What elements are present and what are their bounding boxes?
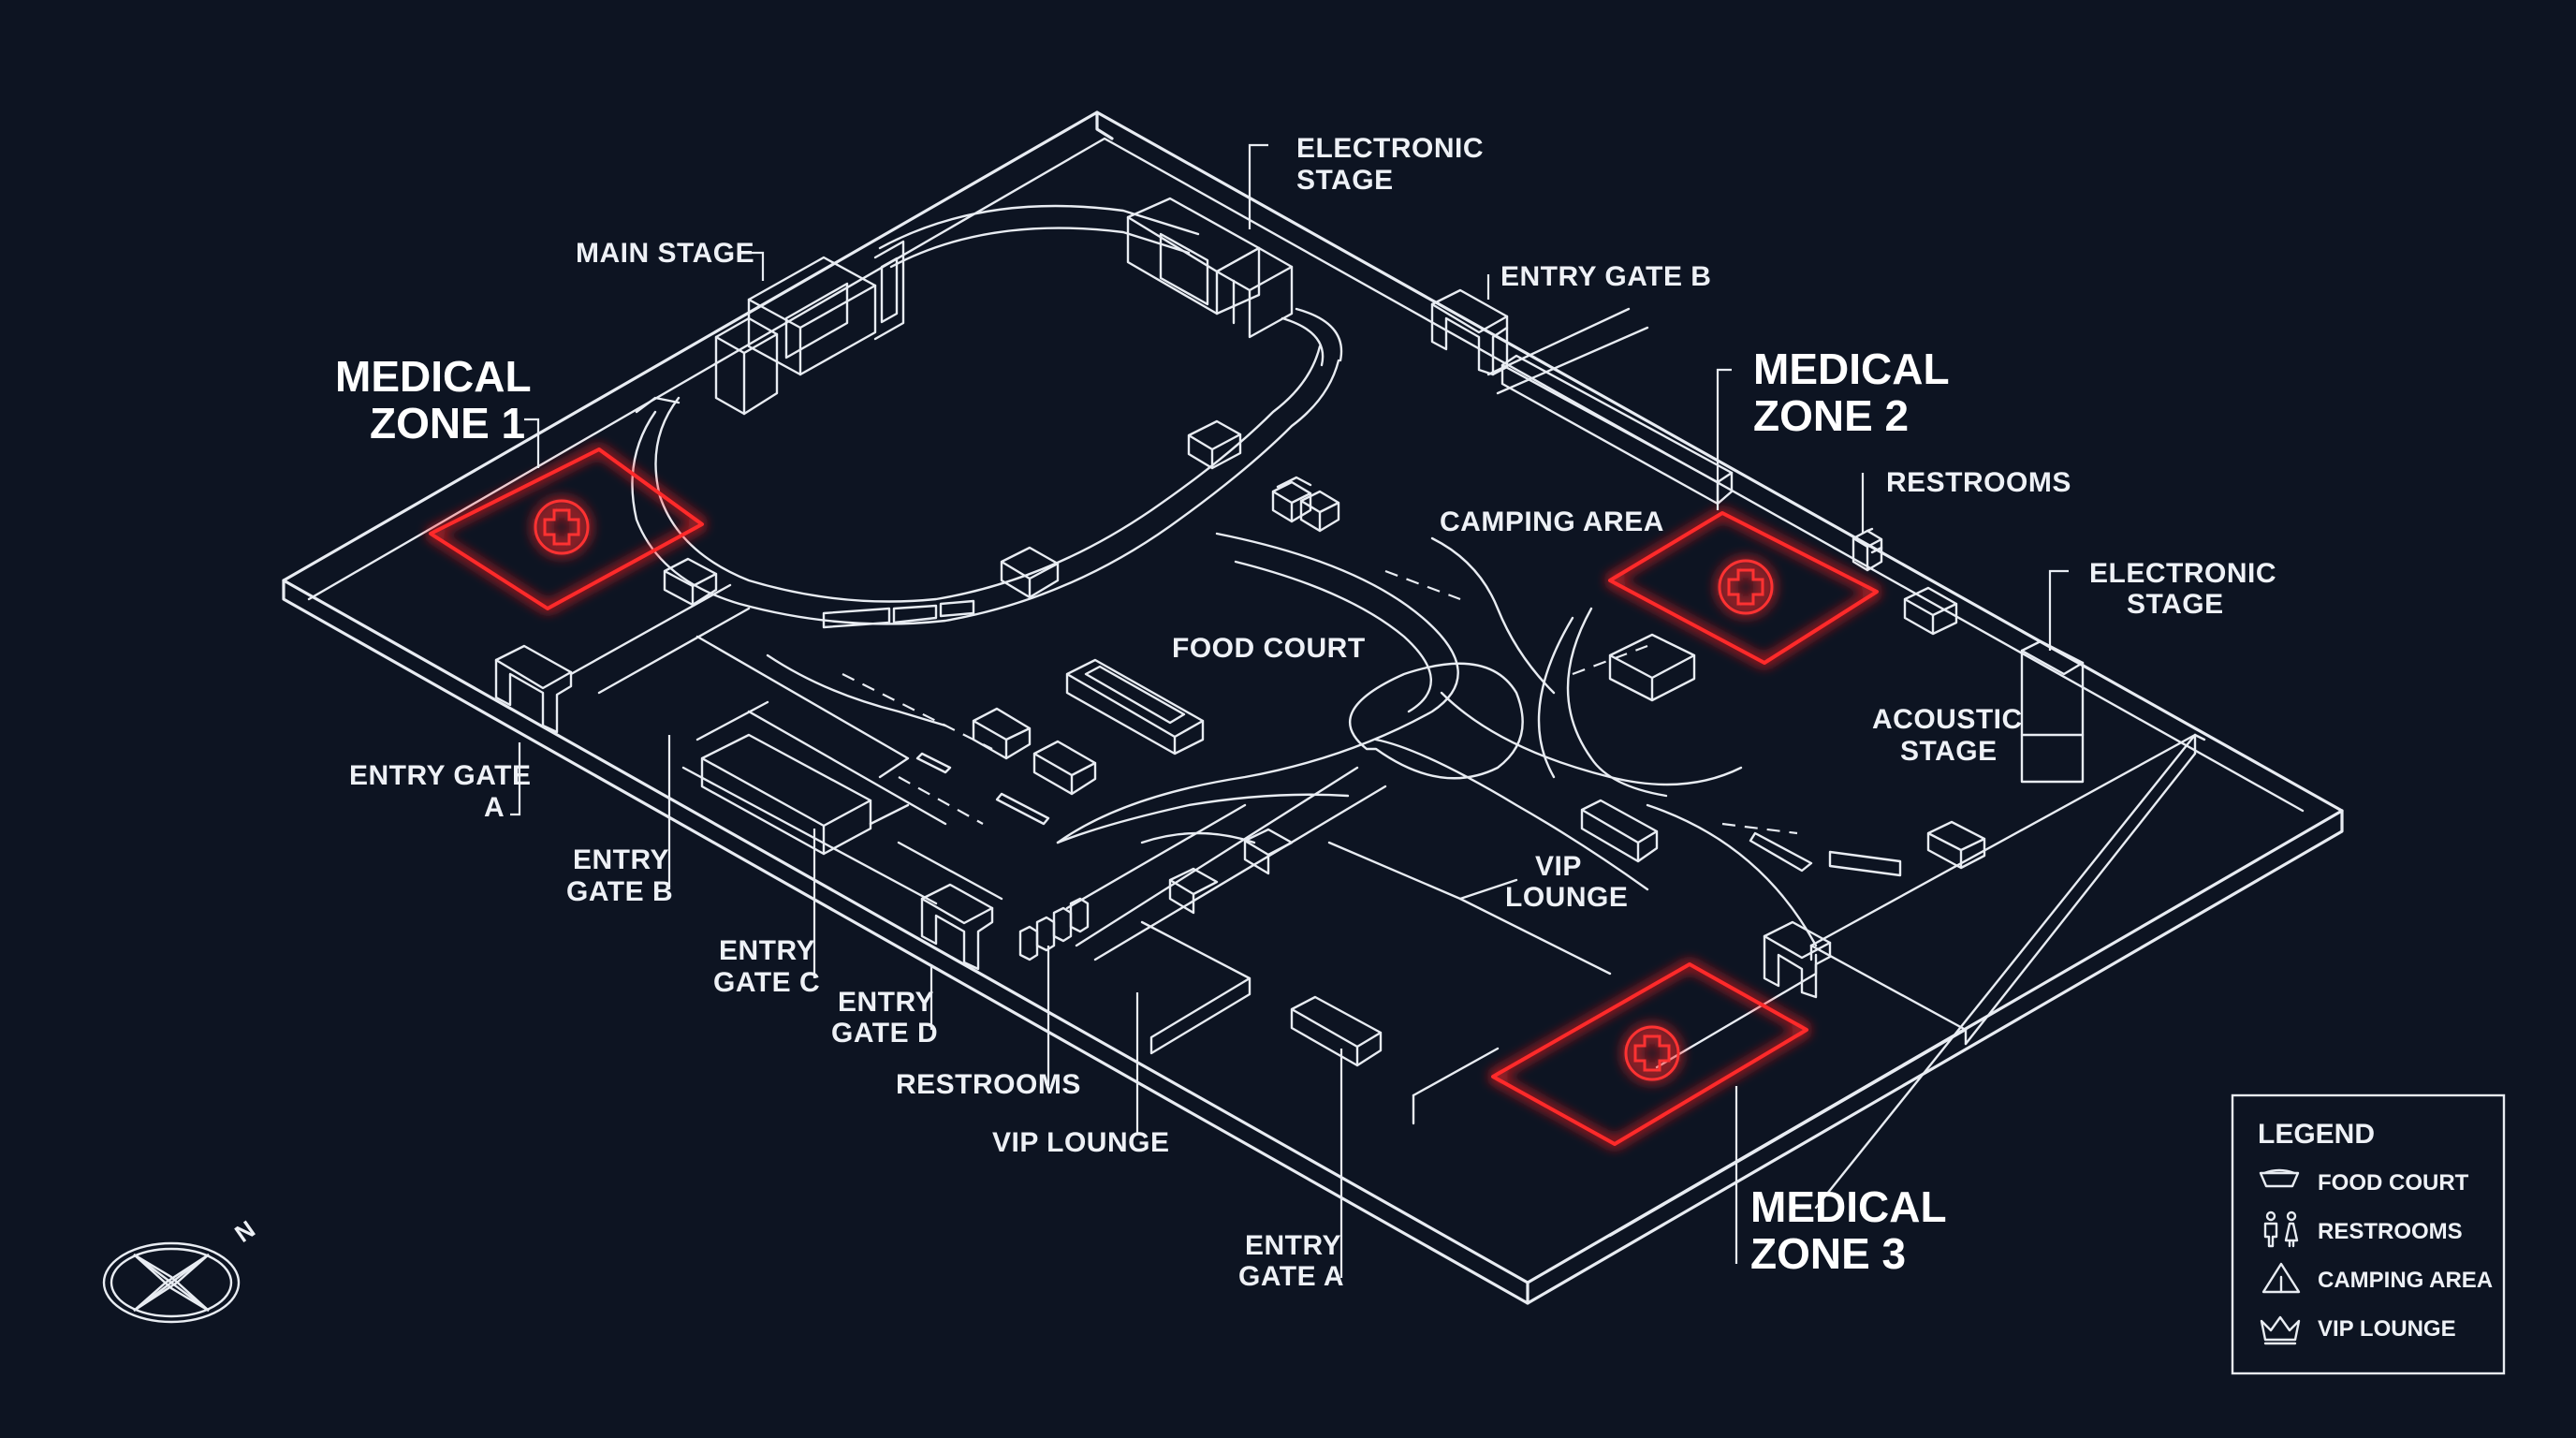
ring-road — [631, 204, 1343, 625]
main-stage — [714, 240, 905, 416]
leader-lines — [510, 143, 2069, 1278]
compass-north-label: N — [229, 1214, 260, 1248]
entry-gate-d-label-2: GATE D — [831, 1018, 938, 1049]
compass-rose-icon: N — [102, 1214, 260, 1324]
medical-zone-2-label-line1: MEDICAL — [1753, 345, 1950, 393]
camping-tents — [1276, 476, 1312, 489]
left-big-block — [700, 733, 872, 856]
crown-icon — [2260, 1315, 2301, 1345]
electronic-stage-top-label-1: ELECTRONIC — [1296, 133, 1484, 164]
entry-gate-b-top-label: ENTRY GATE B — [1500, 261, 1711, 292]
electronic-stage-right-label-1: ELECTRONIC — [2089, 558, 2276, 589]
medical-zone-3-marker — [1491, 962, 1808, 1146]
main-stage-label: MAIN STAGE — [576, 238, 754, 269]
legend-title: LEGEND — [2258, 1119, 2375, 1150]
medical-zone-1-label-line1: MEDICAL — [335, 352, 532, 401]
entry-gate-c-label-1: ENTRY — [719, 935, 815, 966]
camping-area-label: CAMPING AREA — [1440, 506, 1664, 537]
dashed-walkways — [842, 569, 1798, 835]
left-paths — [569, 396, 1003, 905]
electronic-stage-right-label-2: STAGE — [2127, 589, 2224, 620]
medical-zone-1-label-line2: ZONE 1 — [370, 399, 525, 448]
site-boundary — [282, 110, 2344, 1305]
legend-item-vip-lounge: VIP LOUNGE — [2318, 1316, 2456, 1342]
bottom-right-gate — [1763, 920, 1832, 999]
legend-panel: LEGEND FOOD COURT RESTROOMS CAMPING AREA… — [2231, 1093, 2506, 1375]
tent-icon — [2261, 1262, 2301, 1294]
food-tray-icon — [2259, 1168, 2300, 1188]
right-long-block — [1500, 354, 1734, 506]
entry-gate-a-bottom-label-1: ENTRY — [1245, 1230, 1341, 1261]
vip-lounge-center-label-1: VIP — [1535, 851, 1582, 882]
electronic-stage-top-label-2: STAGE — [1296, 165, 1394, 196]
left-entry-gate-a — [494, 557, 718, 734]
acoustic-stage-area — [1580, 799, 1813, 873]
acoustic-stage-label-2: STAGE — [1900, 736, 1998, 767]
food-court-label: FOOD COURT — [1172, 633, 1366, 664]
entry-gate-a-left-label-1: ENTRY GATE — [349, 760, 531, 791]
vip-lounge-center-label-2: LOUNGE — [1505, 882, 1628, 913]
central-blocks — [822, 419, 1340, 826]
entry-gate-c-label-2: GATE C — [713, 967, 820, 998]
entry-gate-a-bottom-label-2: GATE A — [1238, 1261, 1344, 1292]
medical-zone-3-label-line2: ZONE 3 — [1750, 1229, 1906, 1278]
entry-gate-d-label-1: ENTRY — [838, 987, 934, 1018]
medical-zone-2-marker — [1608, 511, 1879, 665]
restroom-people-icon — [2263, 1211, 2299, 1248]
legend-item-camping-area: CAMPING AREA — [2318, 1268, 2493, 1293]
medical-zone-3-label-line1: MEDICAL — [1750, 1182, 1947, 1231]
restrooms-bottom-label: RESTROOMS — [896, 1069, 1081, 1100]
inner-perimeter — [307, 137, 2305, 1238]
legend-item-food-court: FOOD COURT — [2318, 1170, 2469, 1196]
restrooms-right-label: RESTROOMS — [1886, 467, 2071, 498]
electronic-stage-top — [1126, 197, 1294, 339]
electronic-stage-right — [2020, 639, 2085, 784]
entry-gate-b-left-label-1: ENTRY — [573, 844, 669, 875]
legend-item-restrooms: RESTROOMS — [2318, 1219, 2463, 1244]
right-small-blocks — [1608, 586, 1986, 877]
medical-zone-2-label-line2: ZONE 2 — [1753, 391, 1909, 440]
entry-gate-b-top — [1430, 288, 1509, 376]
vip-lounge-bottom-label: VIP LOUNGE — [992, 1127, 1169, 1158]
entry-gate-b-left-label-2: GATE B — [566, 876, 673, 907]
bottom-left-gate — [920, 883, 1090, 971]
medical-zone-1-marker — [429, 448, 704, 610]
acoustic-stage-label-1: ACOUSTIC — [1872, 704, 2023, 735]
central-roads — [766, 307, 1818, 976]
entry-gate-a-left-label-2: A — [484, 792, 505, 823]
map-labels: MEDICAL ZONE 1 MEDICAL ZONE 2 MEDICAL ZO… — [335, 133, 2276, 1292]
vip-lounge-bottom — [1140, 828, 1500, 1125]
restrooms-right-block — [1852, 527, 1883, 572]
